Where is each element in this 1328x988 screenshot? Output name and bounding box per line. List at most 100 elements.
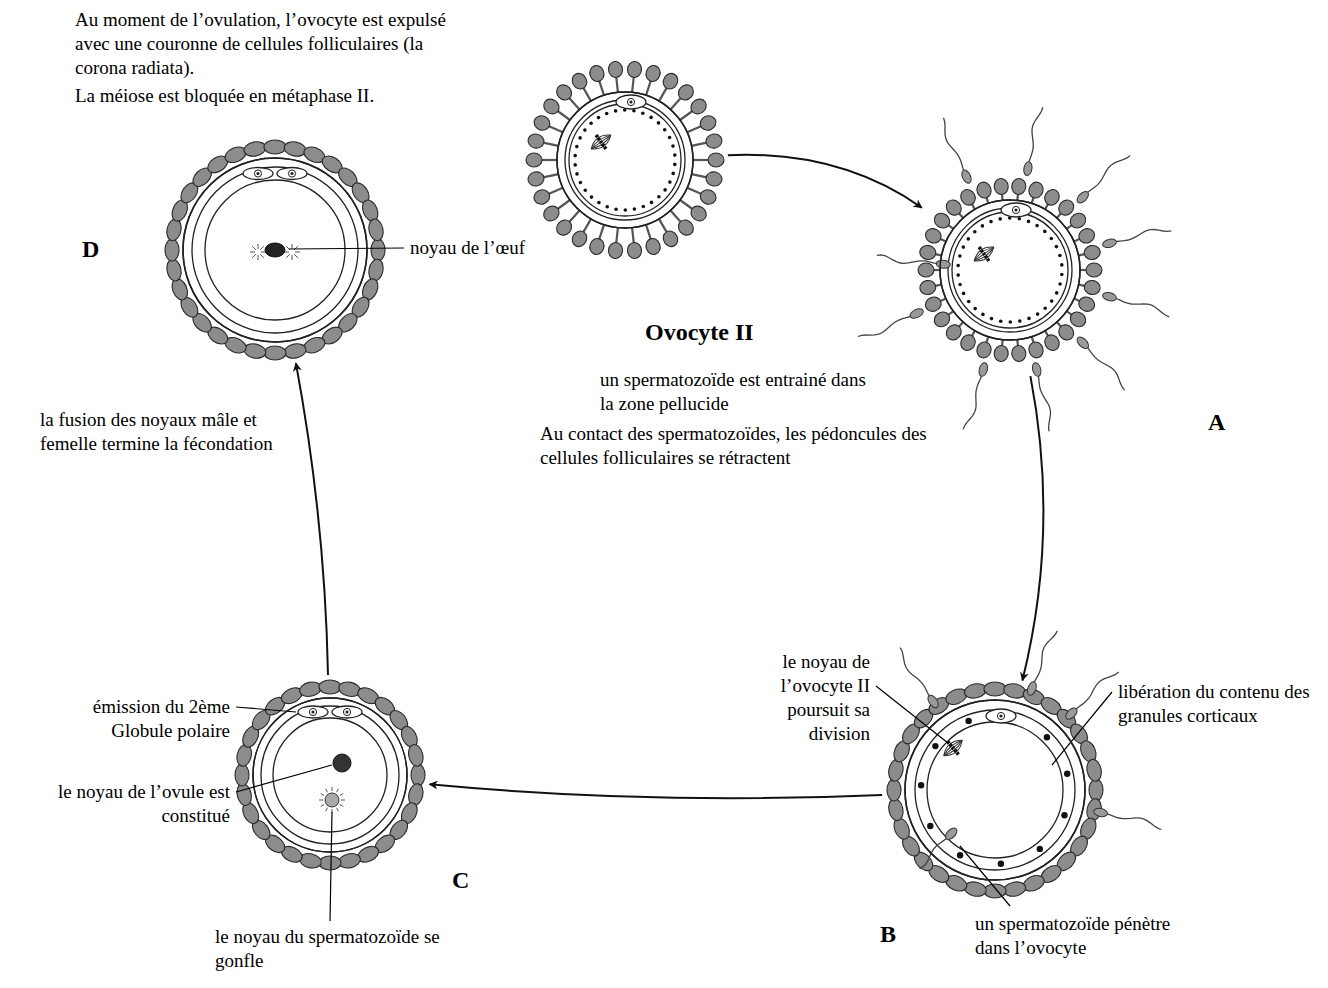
sperm-tail (1034, 631, 1057, 682)
sperm-head (1023, 161, 1033, 176)
follicle-cell (975, 340, 993, 360)
cortical-granule (668, 180, 672, 184)
annotation-box: le noyau de l’ovocyte II poursuit sa div… (730, 650, 870, 746)
cortical-granule (589, 121, 593, 125)
cortical-granule (1050, 299, 1054, 303)
aster-ray (260, 246, 264, 250)
follicle-cell (627, 61, 643, 78)
granule-content (998, 861, 1004, 867)
follicle-cell (1083, 279, 1102, 296)
spindle-fiber (973, 245, 994, 261)
annotation-text: libération du contenu des granules corti… (1118, 680, 1323, 728)
cortical-granule (575, 172, 579, 176)
annotation-box: un spermatozoïde pénètre dans l’ovocyte (975, 912, 1175, 960)
follicle-cell (367, 258, 385, 282)
sperm-tail (1039, 376, 1051, 431)
polar-body (243, 168, 273, 180)
follicle-cell (963, 880, 987, 898)
follicle-cell (919, 244, 938, 261)
follicle-cell (958, 187, 978, 208)
cortical-granule (1035, 224, 1039, 228)
zona-inner-edge (948, 208, 1072, 332)
follicle-cell (958, 332, 978, 353)
egg-cell (526, 61, 724, 259)
follicle-stalk (616, 76, 618, 93)
follicle-cell (371, 239, 385, 261)
polar-body-chromatin (999, 714, 1002, 717)
chromosome (599, 140, 603, 144)
sperm-head (1031, 362, 1042, 378)
follicle-cell (919, 279, 938, 296)
male-pronucleus (325, 793, 339, 807)
leader-line (289, 248, 404, 249)
follicle-cell (1027, 340, 1045, 360)
zona-pellucida (940, 200, 1080, 340)
follicle-cell (887, 779, 901, 801)
cortical-granule (590, 195, 594, 199)
annotation-text: noyau de l’œuf (410, 236, 570, 260)
follicle-cell (588, 237, 606, 257)
follicle-cell (688, 96, 709, 117)
cortical-granule (575, 145, 579, 149)
spindle-fiber (590, 133, 611, 149)
zona-inner-edge (915, 710, 1075, 870)
sperm-tail (858, 317, 910, 337)
cortical-granule (998, 217, 1002, 221)
cortical-granule (663, 188, 667, 192)
cortical-granule (1027, 317, 1031, 321)
cortical-granule (668, 136, 672, 140)
cortical-granule (956, 264, 960, 268)
chromosome (980, 249, 984, 253)
follicle-cell (1077, 226, 1097, 245)
follicle-cell (627, 242, 643, 259)
annotation-box: La méiose est bloquée en métaphase II. (75, 84, 495, 108)
aster-ray (319, 800, 323, 801)
cortical-granule (1043, 306, 1047, 310)
cortical-granule (673, 163, 677, 167)
cortical-granule (597, 201, 601, 205)
aster-ray (286, 254, 290, 258)
polar-body-nucleus (997, 712, 1004, 719)
egg-cell (235, 680, 425, 870)
chromosome (978, 246, 982, 250)
spindle-fiber (974, 247, 997, 265)
sperm-tail (1116, 230, 1171, 242)
polar-body-chromatin (311, 710, 314, 713)
aster-ray (295, 252, 300, 253)
polar-body-nucleus (288, 170, 295, 177)
follicle-cell (541, 203, 562, 224)
aster-ray (326, 789, 328, 793)
follicle-cell (541, 96, 562, 117)
annotation-box: noyau de l’œuf (410, 236, 570, 260)
annotation-box: émission du 2ème Globule polaire (40, 695, 230, 743)
polar-body-nucleus (254, 170, 261, 177)
cortical-granule (641, 112, 645, 116)
cortical-granule (981, 313, 985, 317)
aster-ray (332, 787, 333, 791)
follicle-cell (608, 61, 624, 78)
annotation-box: un spermatozoïde est entrainé dans la zo… (600, 368, 880, 416)
follicle-cell (1083, 244, 1102, 261)
sperm-tail (1029, 107, 1043, 162)
chromosome (597, 137, 601, 141)
sperm-tail (1088, 348, 1125, 390)
cortical-granule (573, 163, 577, 167)
chromosome (986, 258, 990, 262)
polar-body-nucleus (343, 708, 350, 715)
leader-line (236, 765, 332, 792)
cortical-granule (956, 273, 960, 277)
stage-label: C (452, 866, 469, 894)
sperm-head (936, 260, 951, 269)
granule-content (965, 718, 971, 724)
cortical-granule (663, 128, 667, 132)
cortical-granule (1055, 245, 1059, 249)
cortical-granule (657, 195, 661, 199)
sperm-head (1064, 706, 1080, 722)
polar-body (1001, 203, 1031, 217)
chromosome (982, 252, 986, 256)
polar-body-chromatin (345, 710, 348, 713)
polar-body (277, 168, 307, 180)
oocyte-membrane (205, 180, 345, 320)
annotation-box: le noyau du spermatozoïde se gonfle (215, 925, 445, 973)
granule-content (1044, 734, 1050, 740)
